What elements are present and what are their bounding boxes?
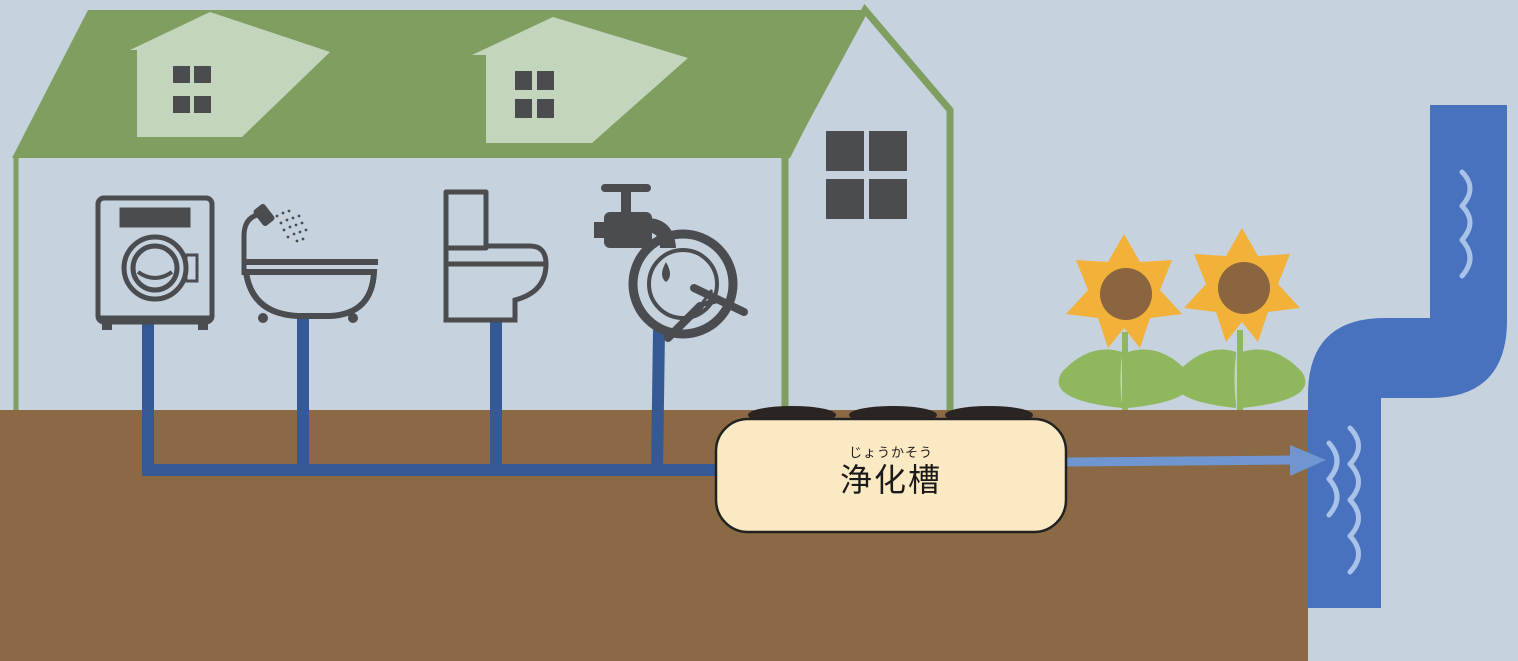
gable-window bbox=[826, 131, 907, 219]
toilet-icon bbox=[443, 189, 549, 323]
sunflower-left-icon bbox=[1058, 234, 1192, 410]
river bbox=[1308, 105, 1507, 608]
septic-tank-reading: じょうかそう bbox=[848, 446, 933, 461]
drain-pipes bbox=[142, 316, 720, 476]
bathtub-shower-icon bbox=[241, 204, 378, 323]
septic-tank-label: じょうかそう 浄化槽 bbox=[716, 446, 1066, 498]
outflow-arrow bbox=[1065, 445, 1326, 476]
septic-tank bbox=[714, 406, 1068, 534]
dormer-right-window bbox=[515, 71, 554, 118]
dormer-left-window bbox=[173, 66, 211, 113]
sunflower-right-icon bbox=[1174, 228, 1306, 410]
house-gable-outline bbox=[781, 3, 954, 410]
kitchen-faucet-dishes-icon bbox=[594, 184, 748, 342]
septic-tank-name: 浄化槽 bbox=[839, 461, 942, 499]
house bbox=[12, 3, 954, 410]
washing-machine-icon bbox=[95, 195, 215, 330]
river-wave-icon bbox=[1326, 169, 1473, 575]
